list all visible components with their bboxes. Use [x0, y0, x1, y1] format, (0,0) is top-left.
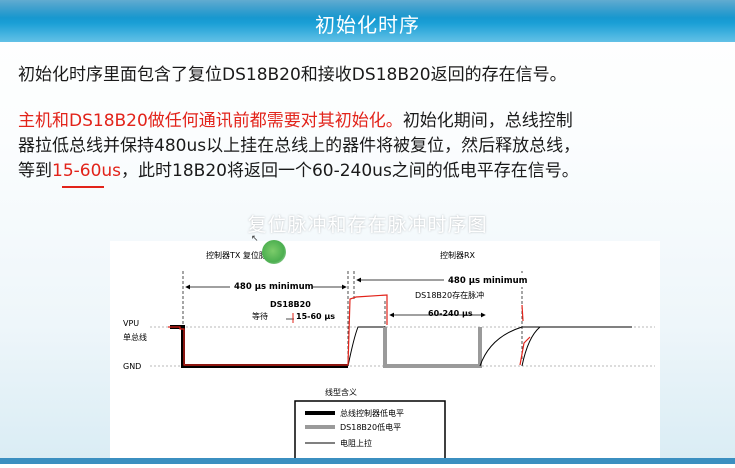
pointer-highlight	[262, 240, 286, 264]
paragraph-4: 等到15-60us，此时18B20将返回一个60-240us之间的低电平存在信号…	[18, 156, 579, 181]
red-annotation	[168, 326, 348, 366]
wait-label: 等待	[252, 311, 268, 321]
red-annotation	[519, 336, 531, 366]
pullup-trace	[347, 326, 385, 367]
bottom-bar	[0, 458, 735, 464]
rx-duration-label: 480 μs minimum	[448, 276, 528, 286]
paragraph-3: 器拉低总线并保持480us以上挂在总线上的器件将被复位，然后释放总线，	[18, 136, 581, 156]
label-bg	[444, 273, 526, 287]
diagram-title: 复位脉冲和存在脉冲时序图	[247, 214, 488, 236]
title-gloss	[0, 0, 735, 18]
tx-duration-label: 480 μs minimum	[234, 282, 314, 292]
red-annotation	[347, 294, 388, 366]
legend-item-master: 总线控制器低电平	[340, 408, 404, 418]
legend-item-ds: DS18B20低电平	[340, 422, 401, 432]
ds-label: DS18B20	[270, 300, 311, 309]
title-band	[0, 0, 735, 42]
timing-diagram-svg: 控制器TX 复位脉冲 控制器RX 480 μs minimum 480 μs m…	[123, 250, 655, 462]
wait-duration-label: 15-60 μs	[296, 312, 335, 321]
gnd-label: GND	[123, 362, 141, 371]
legend-title: 线型含义	[325, 387, 357, 397]
paragraph-4-b: ，此时18B20将返回一个60-240us之间的低电平存在信号。	[121, 161, 579, 181]
tx-label: 控制器TX 复位脉冲	[206, 250, 275, 260]
pullup-trace-2	[479, 326, 632, 367]
red-underline	[62, 186, 104, 188]
timing-diagram: 控制器TX 复位脉冲 控制器RX 480 μs minimum 480 μs m…	[110, 241, 660, 464]
master-low-trace	[170, 325, 348, 368]
bus-label: 单总线	[123, 332, 147, 342]
label-bg	[230, 279, 312, 293]
red-annotation	[521, 304, 524, 322]
vpu-label: VPU	[123, 319, 139, 328]
paragraph-2-red: 主机和DS18B20做任何通讯前都需要对其初始化。	[18, 111, 403, 131]
slide-title: 初始化时序	[315, 13, 420, 37]
paragraph-2-rest: 初始化期间，总线控制	[402, 111, 573, 131]
paragraph-4-a: 等到	[18, 161, 52, 181]
paragraph-1: 初始化时序里面包含了复位DS18B20和接收DS18B20返回的存在信号。	[18, 65, 567, 85]
pullup-trace-3	[521, 326, 632, 367]
rx-label: 控制器RX	[440, 250, 476, 260]
legend-item-pullup: 电阻上拉	[340, 438, 372, 448]
paragraph-2: 主机和DS18B20做任何通讯前都需要对其初始化。初始化期间，总线控制	[18, 106, 573, 131]
ds-low-trace	[383, 327, 482, 368]
pointer-icon: ↖	[251, 234, 259, 244]
paragraph-4-red: 15-60us	[52, 161, 122, 181]
presence-label: DS18B20存在脉冲	[415, 290, 484, 300]
presence-duration-label: 60-240 μs	[428, 309, 473, 318]
